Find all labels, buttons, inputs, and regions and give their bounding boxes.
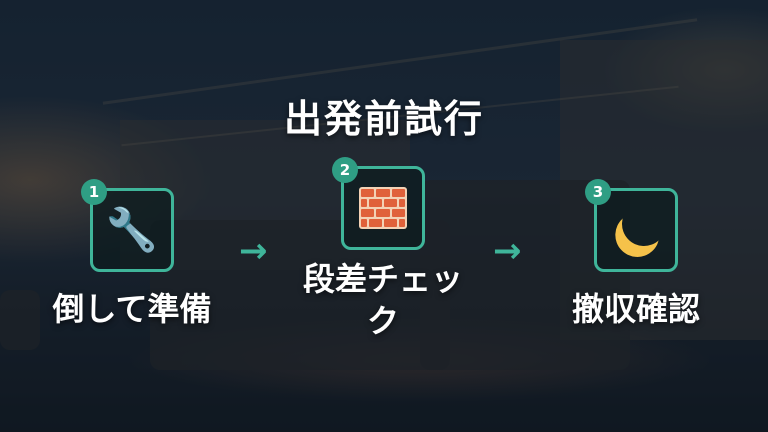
step-2-badge: 2 [332, 157, 358, 183]
arrow-1: → [239, 231, 268, 271]
step-3-icon-box: 3 [585, 179, 678, 272]
step-3: 3 撤収確認 [536, 179, 736, 330]
step-2: 2 段差チェッ ク [283, 157, 483, 342]
step-1-label: 倒して準備 [52, 290, 212, 328]
step-1: 1 🔧 倒して準備 [32, 179, 232, 330]
wrench-icon: 🔧 [105, 205, 159, 254]
brick-icon [359, 187, 407, 229]
step-2-label-line-2: ク [366, 302, 399, 340]
arrow-2: → [493, 231, 522, 271]
step-1-badge: 1 [81, 179, 107, 205]
step-2-label-line-1: 段差チェッ [302, 260, 463, 298]
step-1-icon-box: 1 🔧 [81, 179, 174, 272]
step-2-label: 段差チェッ ク [283, 258, 483, 342]
step-3-label: 撤収確認 [571, 290, 700, 328]
step-3-badge: 3 [585, 179, 611, 205]
step-2-icon-box: 2 [332, 157, 425, 250]
page-title: 出発前試行 [283, 97, 484, 141]
crescent-moon-icon [616, 196, 672, 252]
